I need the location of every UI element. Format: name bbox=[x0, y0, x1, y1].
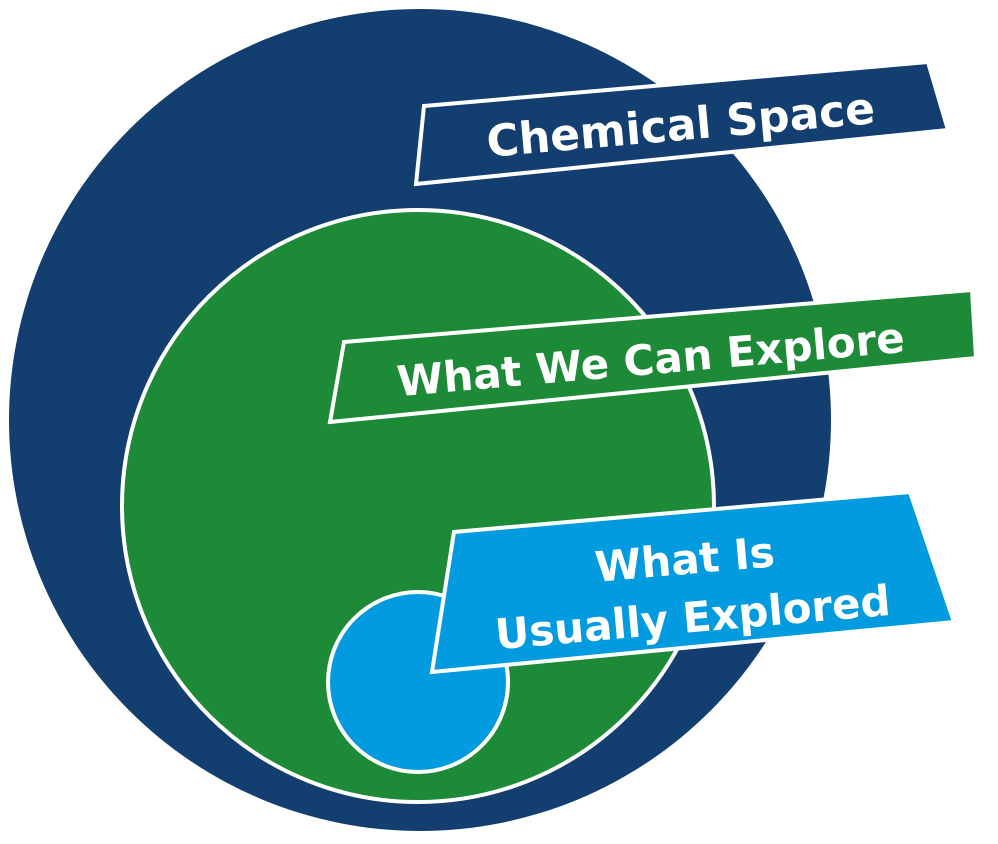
chemical-space-banner-shape bbox=[413, 59, 951, 187]
explorable-banner-shape bbox=[327, 287, 979, 425]
usually-explored-banner-shape bbox=[429, 489, 957, 675]
